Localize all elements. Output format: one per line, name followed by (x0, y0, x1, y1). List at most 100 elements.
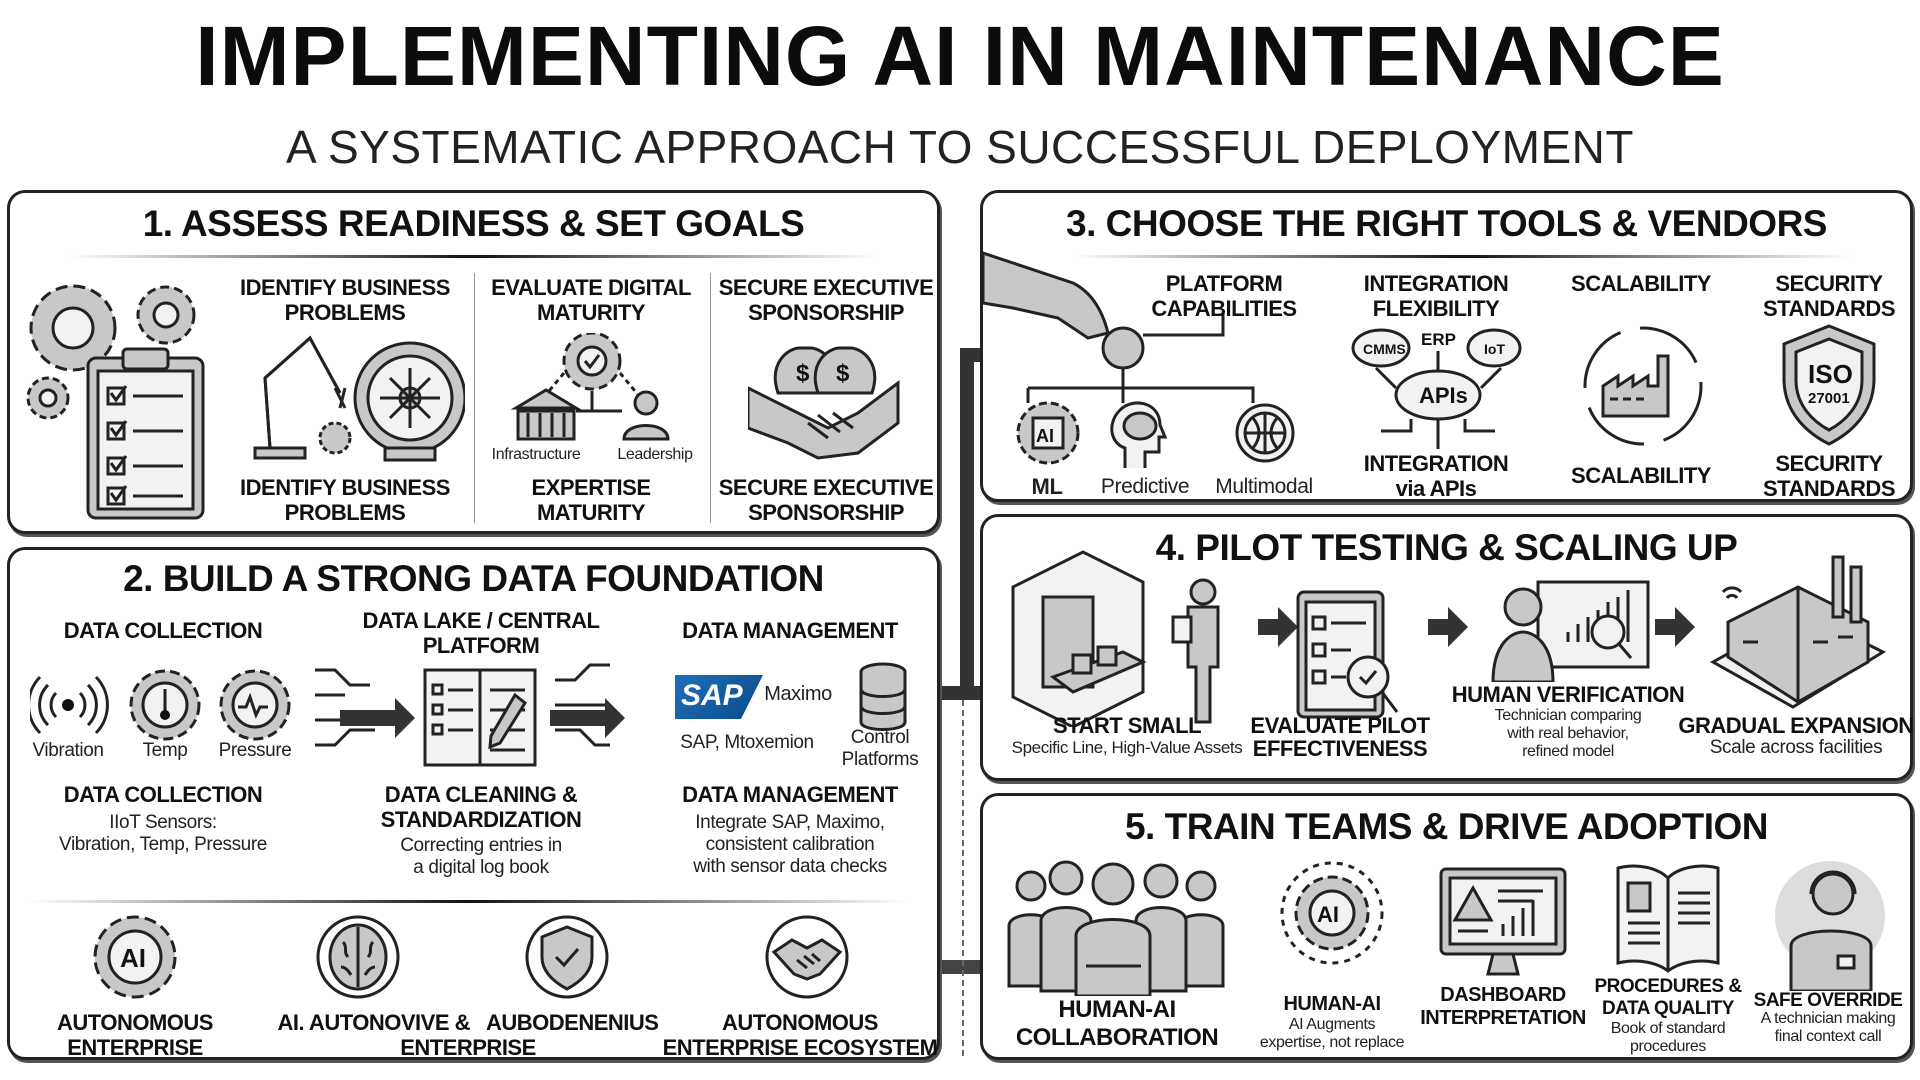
data-stream-in (315, 668, 415, 747)
leadership-label: Leadership (617, 446, 693, 463)
ai-chip-gear-icon: AI (1016, 401, 1080, 465)
team-workers-icon (1007, 860, 1225, 996)
data-management-desc: Integrate SAP, Maximo,consistent calibra… (693, 812, 887, 877)
brain-icon (316, 915, 400, 999)
svg-text:27001: 27001 (1808, 390, 1850, 407)
database-icon (859, 662, 907, 731)
panel-tools-vendors: 3. CHOOSE THE RIGHT TOOLS & VENDORS PLAT… (980, 190, 1913, 502)
arrow-right-icon (1258, 607, 1298, 647)
section-header: 4. PILOT TESTING & SCALING UP (1155, 527, 1738, 568)
technician-chart-icon (1491, 580, 1650, 682)
scalability-title: SCALABILITY (1571, 271, 1711, 296)
infrastructure-label: Infrastructure (491, 446, 581, 463)
svg-text:ERP: ERP (1421, 330, 1456, 349)
section-header: 2. BUILD A STRONG DATA FOUNDATION (123, 558, 824, 599)
api-clouds-icon: CMMS ERP IoT APIs (1351, 328, 1522, 449)
dollar-sign: $ (796, 360, 810, 387)
maximo-label: Maximo (764, 683, 832, 705)
factory-expansion-icon (1709, 555, 1887, 709)
svg-text:AI: AI (1036, 426, 1054, 446)
pressure-label: Pressure (218, 740, 292, 761)
head-brain-icon (1110, 401, 1168, 468)
data-management-title: DATA MANAGEMENT (682, 618, 898, 643)
safe-override-title: SAFE OVERRIDE (1753, 990, 1903, 1011)
gradual-expansion-desc: Scale across facilities (1709, 737, 1883, 758)
arrow-right-icon (1428, 607, 1468, 647)
start-small-title: START SMALL (1052, 713, 1202, 738)
gradual-expansion-title: GRADUAL EXPANSION (1678, 713, 1914, 738)
human-ai-title: HUMAN-AI (1283, 993, 1381, 1015)
divider (30, 900, 907, 903)
column-divider (710, 273, 711, 523)
dashboard-monitor-icon (1439, 867, 1567, 976)
vibration-label: Vibration (32, 740, 104, 761)
panel-data-foundation: 2. BUILD A STRONG DATA FOUNDATION DATA C… (7, 547, 940, 1060)
divider (1073, 255, 1850, 258)
procedures-title: PROCEDURES &DATA QUALITY (1594, 976, 1742, 1019)
ml-label: ML (1031, 474, 1063, 499)
money-handshake-icon: $$ (748, 346, 900, 460)
capability-icons: AI (1016, 401, 1295, 468)
section-header: 5. TRAIN TEAMS & DRIVE ADOPTION (1124, 806, 1769, 847)
data-stream-out (550, 663, 625, 747)
svg-text:APIs: APIs (1419, 383, 1468, 408)
section-header: 3. CHOOSE THE RIGHT TOOLS & VENDORS (1066, 203, 1827, 244)
ai-gear-network-icon: AI (1280, 861, 1384, 965)
page-title: IMPLEMENTING AI IN MAINTENANCE (195, 9, 1725, 103)
start-small-desc: Specific Line, High-Value Assets (1011, 738, 1243, 757)
svg-text:AI: AI (1317, 902, 1339, 927)
gears-checklist-icon (26, 284, 205, 520)
data-collection-title: DATA COLLECTION (63, 618, 263, 643)
hand-selecting-icon (983, 251, 1255, 403)
sap-systems-label: SAP, Mtoxemion (680, 732, 814, 753)
shield-check-icon (525, 915, 609, 999)
svg-text:IoT: IoT (1484, 341, 1505, 357)
handshake-icon (765, 915, 849, 999)
page-subtitle: A SYSTEMATIC APPROACH TO SUCCESSFUL DEPL… (286, 121, 1634, 173)
temperature-gear-icon (129, 669, 201, 741)
panel-train-teams: 5. TRAIN TEAMS & DRIVE ADOPTION AI HUMAN… (980, 793, 1913, 1060)
scalability-caption: SCALABILITY (1571, 463, 1711, 488)
data-pipeline-book-icon (315, 663, 625, 767)
panel-assess-readiness: 1. ASSESS READINESS & SET GOALS IDENTIFY… (7, 190, 940, 534)
sap-logo: SAP (675, 675, 763, 719)
data-collection-caption: DATA COLLECTION (63, 782, 263, 807)
column-divider (474, 273, 475, 523)
ai-gear-icon: AI (93, 915, 177, 999)
data-collection-desc: IIoT Sensors:Vibration, Temp, Pressure (59, 812, 267, 855)
logbook-icon (423, 668, 537, 767)
evaluate-pilot-title: EVALUATE PILOT (1250, 713, 1430, 738)
arrow-right-icon (1655, 607, 1695, 647)
svg-text:ISO: ISO (1808, 359, 1853, 389)
panel-pilot-testing: 4. PILOT TESTING & SCALING UP START SMAL… (980, 514, 1914, 781)
svg-text:CMMS: CMMS (1363, 341, 1406, 357)
pressure-gear-icon (219, 669, 291, 741)
robot-arm-turbine-icon (253, 335, 465, 462)
maturity-gear-icon (510, 333, 670, 441)
production-line-worker-icon (1011, 550, 1220, 727)
svg-text:AI: AI (120, 943, 146, 973)
